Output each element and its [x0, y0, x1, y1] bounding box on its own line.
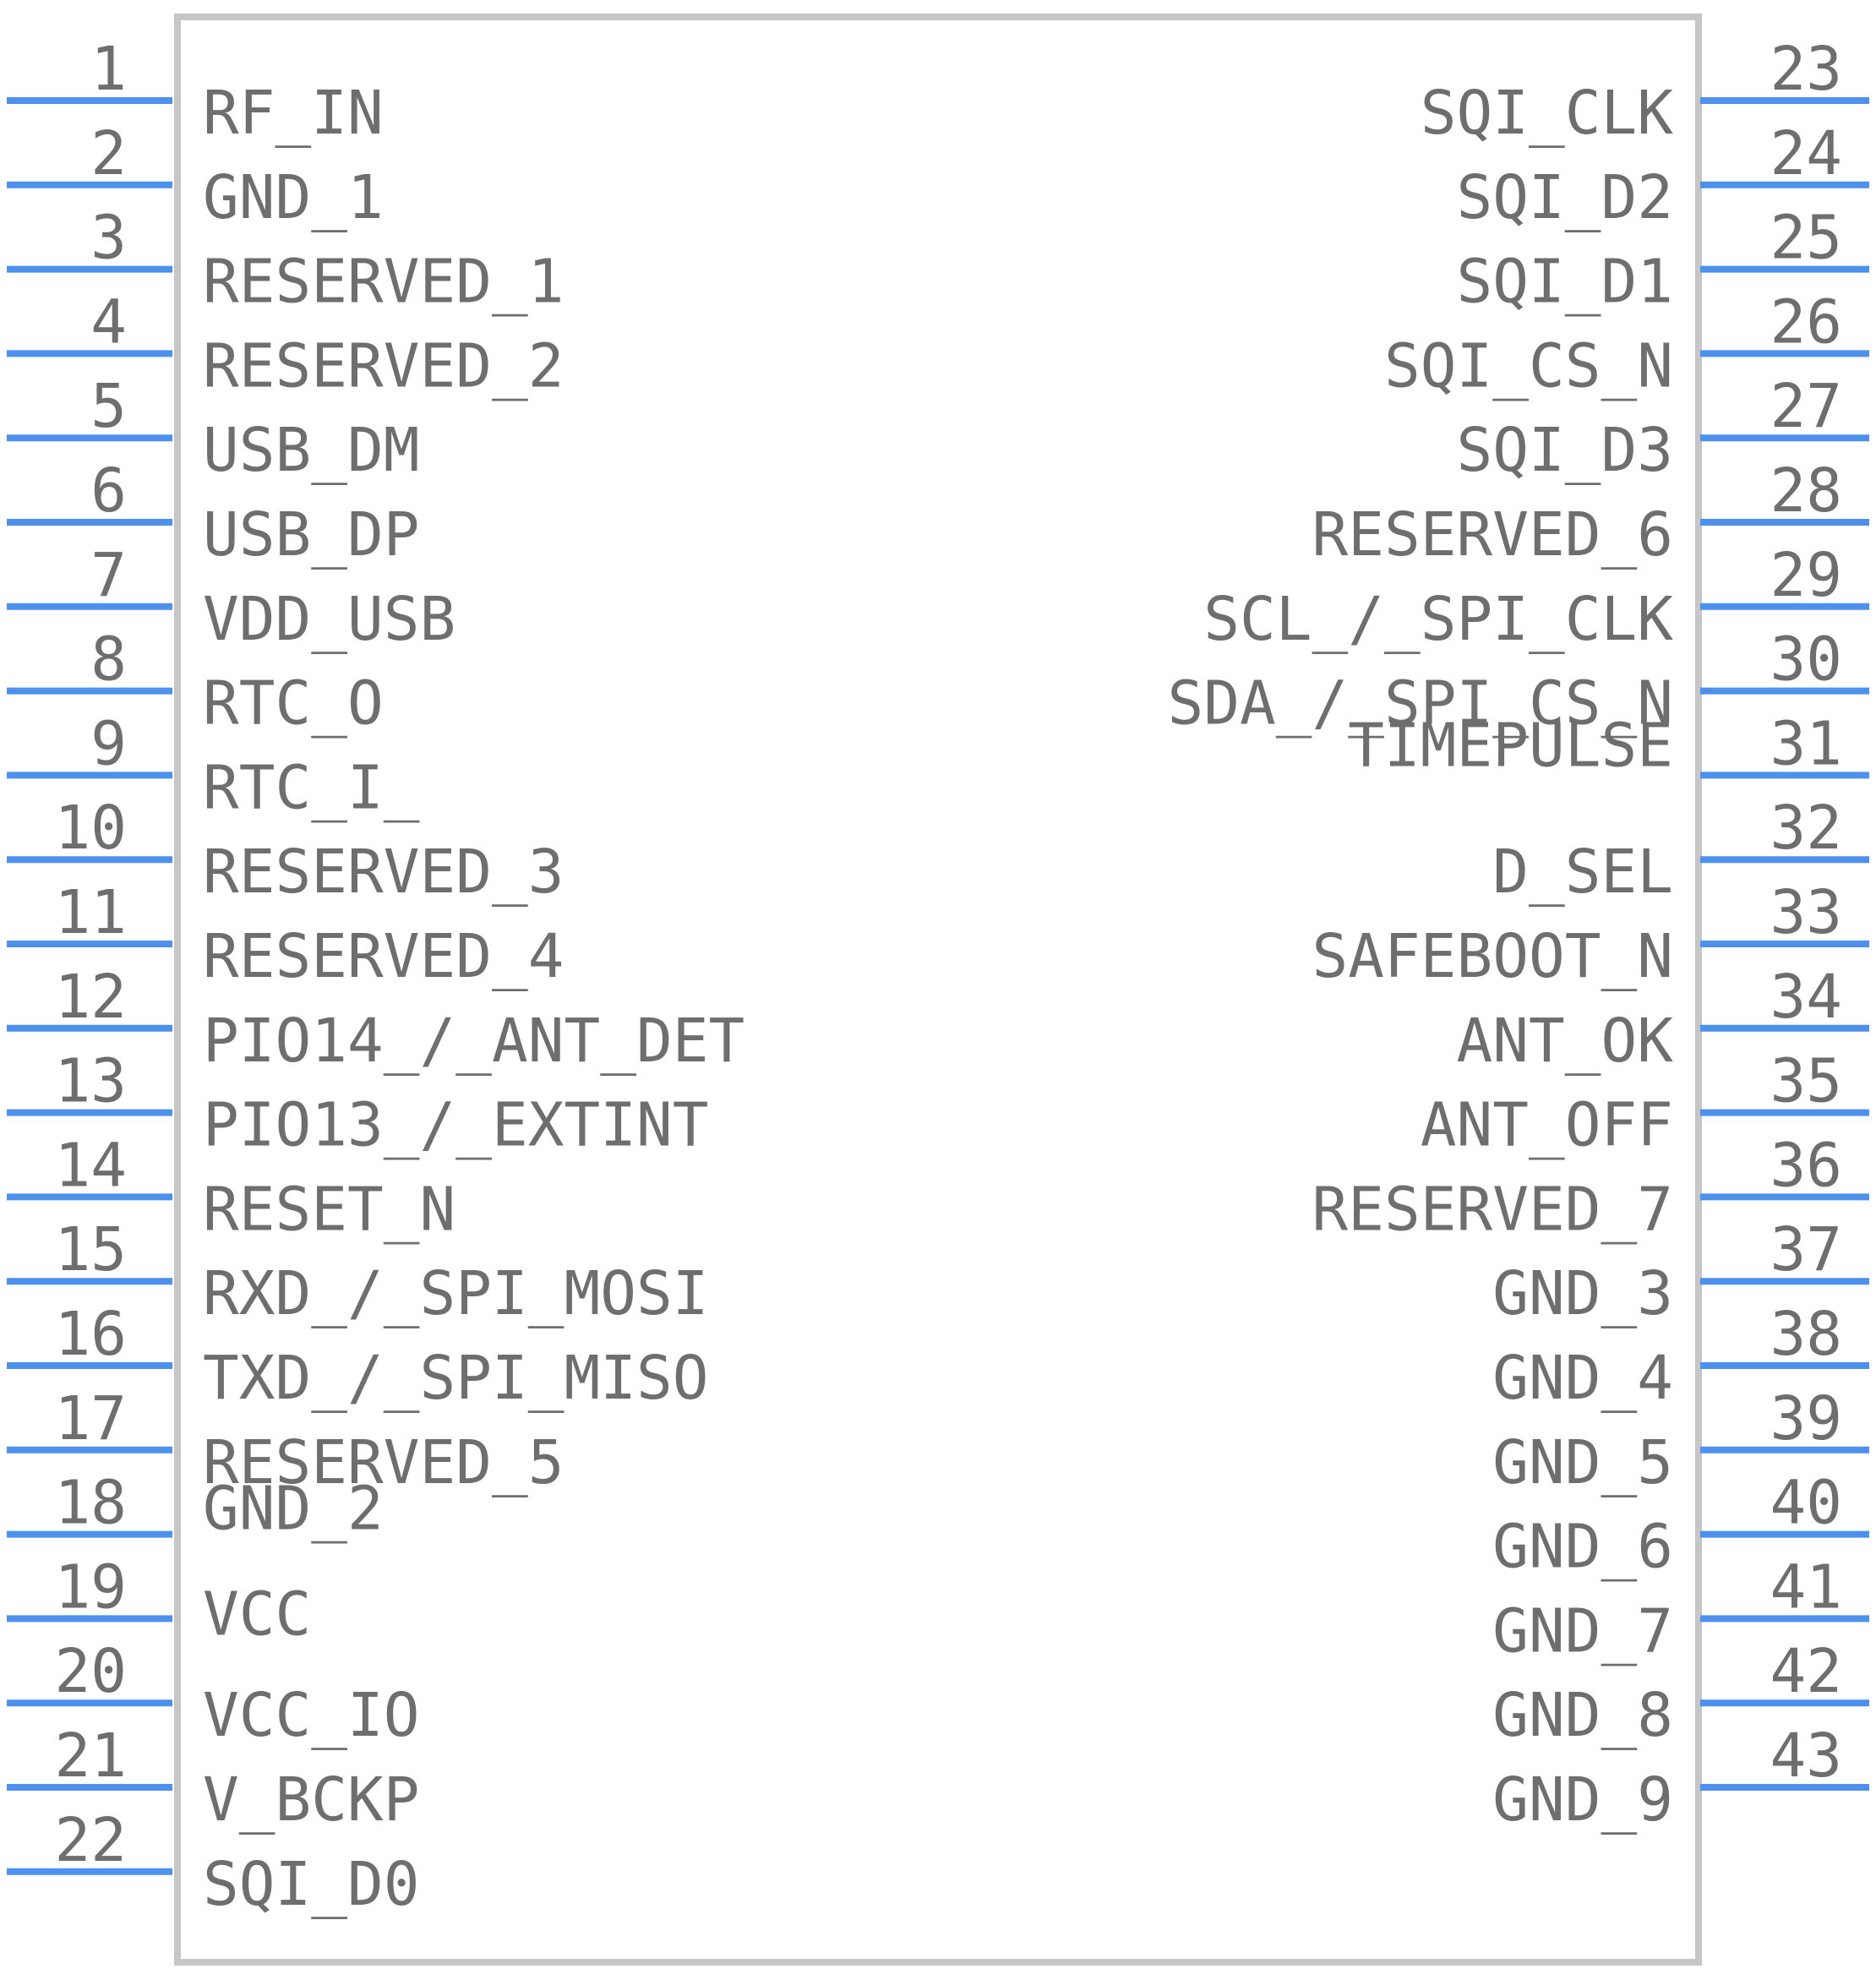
pin-number-17: 17 — [55, 1383, 128, 1454]
pin-number-34: 34 — [1770, 962, 1843, 1032]
pin-number-7: 7 — [90, 540, 127, 610]
pin-name-3: RESERVED_1 — [203, 247, 564, 317]
pin-number-36: 36 — [1770, 1130, 1843, 1200]
pin-number-3: 3 — [90, 203, 127, 273]
pin-name-17: RESERVED_5 — [203, 1427, 564, 1497]
pin-number-30: 30 — [1770, 625, 1843, 695]
pin-number-16: 16 — [55, 1299, 128, 1369]
pin-name-20: VCC_IO — [203, 1680, 419, 1750]
pin-number-38: 38 — [1770, 1299, 1843, 1369]
pin-number-23: 23 — [1770, 34, 1843, 104]
pin-name-11: RESERVED_4 — [203, 921, 564, 991]
pin-name-10: RESERVED_3 — [203, 837, 564, 907]
pin-name-19: VCC — [203, 1579, 311, 1649]
pin-number-18: 18 — [55, 1468, 128, 1538]
pin-name-43: GND_9 — [1492, 1764, 1673, 1835]
pin-name-2: GND_1 — [203, 162, 384, 232]
pin-number-1: 1 — [90, 34, 127, 104]
pin-number-15: 15 — [55, 1214, 128, 1284]
pin-name-36: RESERVED_7 — [1312, 1174, 1673, 1244]
pin-name-38: GND_4 — [1492, 1343, 1673, 1413]
pin-number-14: 14 — [55, 1130, 128, 1200]
pin-number-22: 22 — [55, 1805, 128, 1875]
pin-name-18: GND_2 — [203, 1474, 384, 1544]
pin-name-9: RTC_I_ — [203, 752, 420, 822]
pin-number-37: 37 — [1770, 1214, 1843, 1284]
pin-name-5: USB_DM — [203, 415, 419, 485]
pin-number-28: 28 — [1770, 455, 1843, 526]
pin-number-12: 12 — [55, 962, 128, 1032]
pin-number-20: 20 — [55, 1636, 128, 1706]
pin-name-7: VDD_USB — [203, 584, 455, 654]
pin-name-12: PIO14_/_ANT_DET — [203, 1006, 744, 1076]
pin-name-33: SAFEBOOT_N — [1312, 921, 1673, 991]
pin-name-14: RESET_N — [203, 1174, 455, 1244]
pin-name-42: GND_8 — [1492, 1680, 1673, 1750]
pin-name-29: SCL_/_SPI_CLK — [1203, 584, 1673, 654]
pin-name-32: D_SEL — [1492, 837, 1673, 907]
pin-number-13: 13 — [55, 1046, 128, 1116]
pin-number-10: 10 — [55, 793, 128, 863]
pin-name-6: USB_DP — [203, 499, 419, 570]
pin-name-21: V_BCKP — [203, 1764, 419, 1835]
pin-number-27: 27 — [1770, 371, 1843, 441]
pin-number-35: 35 — [1770, 1046, 1843, 1116]
pin-name-27: SQI_D3 — [1457, 415, 1673, 485]
pin-name-8: RTC_O — [203, 668, 384, 739]
pin-number-29: 29 — [1770, 540, 1843, 610]
pin-name-24: SQI_D2 — [1457, 162, 1673, 232]
pin-name-37: GND_3 — [1492, 1258, 1673, 1328]
pin-number-25: 25 — [1770, 203, 1843, 273]
pin-name-15: RXD_/_SPI_MOSI — [203, 1258, 708, 1328]
pin-number-6: 6 — [90, 455, 127, 526]
pin-name-23: SQI_CLK — [1421, 78, 1673, 148]
pin-name-26: SQI_CS_N — [1384, 330, 1673, 401]
pin-name-13: PIO13_/_EXTINT — [203, 1090, 708, 1160]
pin-number-5: 5 — [90, 371, 127, 441]
pin-number-19: 19 — [55, 1552, 128, 1622]
pin-name-1: RF_IN — [203, 78, 384, 148]
pin-number-9: 9 — [90, 708, 127, 778]
pin-number-39: 39 — [1770, 1383, 1843, 1454]
pin-number-8: 8 — [90, 625, 127, 695]
pin-name-4: RESERVED_2 — [203, 330, 564, 401]
pin-number-41: 41 — [1770, 1552, 1843, 1622]
pin-number-11: 11 — [55, 877, 128, 947]
pin-name-40: GND_6 — [1492, 1512, 1673, 1582]
pin-number-43: 43 — [1770, 1721, 1843, 1791]
ic-body-outline — [174, 14, 1702, 1966]
pin-name-28: RESERVED_6 — [1312, 499, 1673, 570]
pin-number-2: 2 — [90, 118, 127, 188]
pin-number-40: 40 — [1770, 1468, 1843, 1538]
pin-name-34: ANT_OK — [1457, 1006, 1674, 1076]
pin-name-31: TIMEPULSE — [1348, 710, 1673, 780]
pin-number-4: 4 — [90, 286, 127, 357]
pin-number-26: 26 — [1770, 286, 1843, 357]
pin-name-25: SQI_D1 — [1457, 247, 1673, 317]
pin-number-21: 21 — [55, 1721, 128, 1791]
pin-name-41: GND_7 — [1492, 1595, 1673, 1666]
pin-name-39: GND_5 — [1492, 1427, 1673, 1497]
pin-number-42: 42 — [1770, 1636, 1843, 1706]
pin-number-31: 31 — [1770, 708, 1843, 778]
pin-number-32: 32 — [1770, 793, 1843, 863]
pin-number-24: 24 — [1770, 118, 1843, 188]
pin-name-35: ANT_OFF — [1421, 1090, 1673, 1160]
pin-name-30: SDA_/_SPI_CS_N — [1168, 668, 1673, 739]
pin-name-16: TXD_/_SPI_MISO — [203, 1343, 708, 1413]
pin-number-33: 33 — [1770, 877, 1843, 947]
pin-name-22: SQI_D0 — [203, 1849, 419, 1919]
